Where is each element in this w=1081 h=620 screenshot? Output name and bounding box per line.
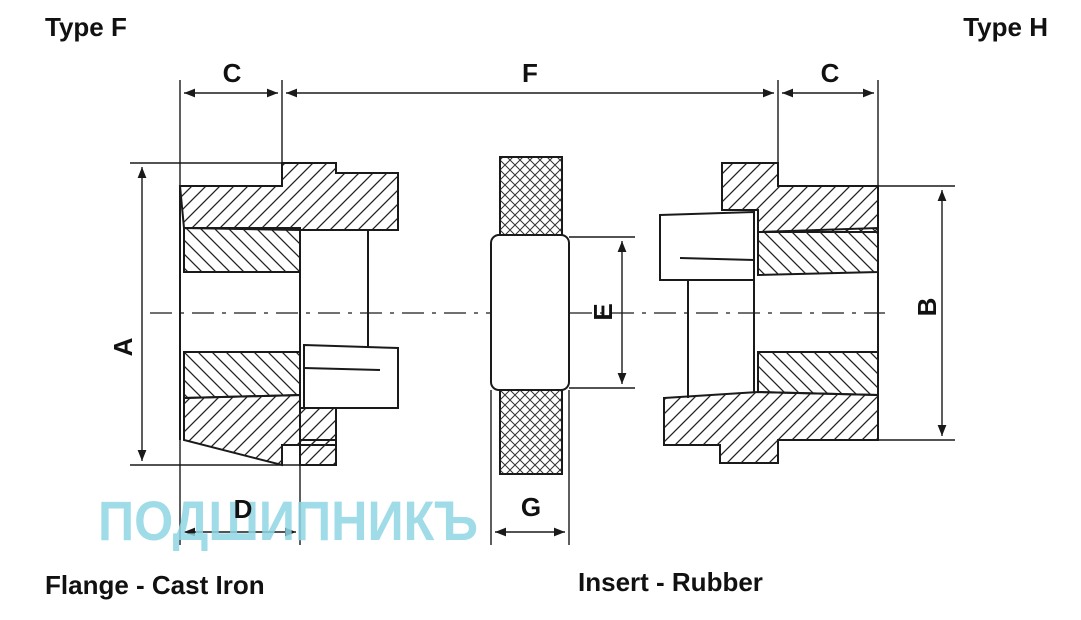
dim-label-b: B [912, 298, 942, 317]
dim-label-e: E [588, 303, 618, 320]
dim-label-c-right: C [821, 58, 840, 88]
dimension-lines [130, 80, 955, 545]
dim-label-g: G [521, 492, 541, 522]
type-h-label: Type H [963, 12, 1048, 42]
right-flange [659, 162, 879, 464]
insert-material-label: Insert - Rubber [578, 567, 763, 597]
flange-material-label: Flange - Cast Iron [45, 570, 265, 600]
dim-label-a: A [108, 337, 138, 356]
type-f-label: Type F [45, 12, 127, 42]
rubber-insert [490, 156, 570, 475]
dim-label-c-left: C [223, 58, 242, 88]
left-flange [178, 162, 399, 467]
dim-label-d: D [234, 494, 253, 524]
dim-label-f: F [522, 58, 538, 88]
watermark-text: ПОДШИПНИКЪ [98, 489, 478, 552]
